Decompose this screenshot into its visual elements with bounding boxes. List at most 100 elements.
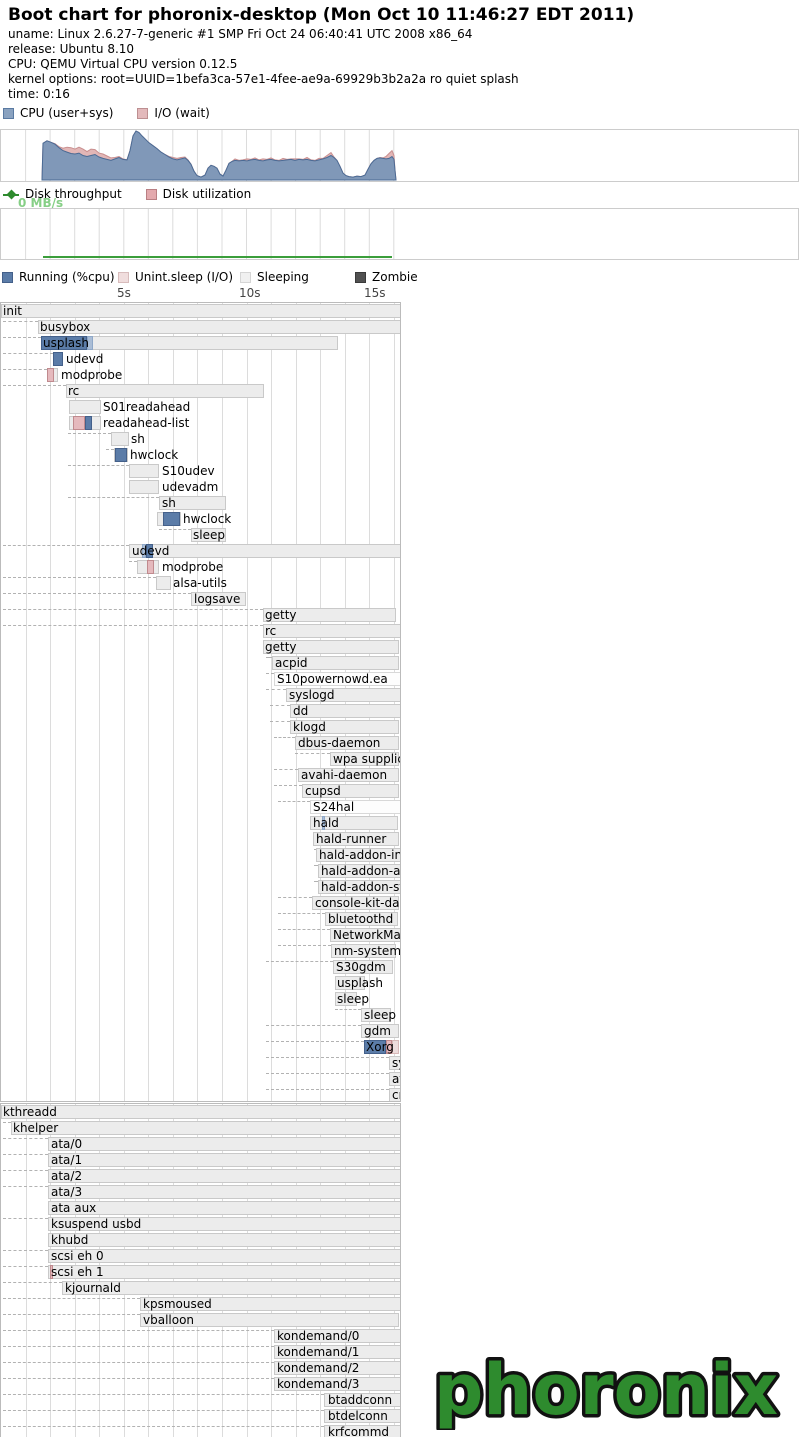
process-label: sleep bbox=[337, 992, 369, 1006]
process-connector-dash bbox=[278, 945, 331, 946]
section-gridline bbox=[25, 303, 27, 1101]
section-gridline bbox=[369, 303, 371, 1101]
process-label: rc bbox=[265, 624, 277, 638]
process-label: krfcommd bbox=[328, 1425, 390, 1437]
time-line: time: 0:16 bbox=[8, 87, 70, 101]
process-bar bbox=[302, 784, 399, 798]
process-connector-dash bbox=[266, 1089, 389, 1090]
process-bar-segment-io bbox=[47, 368, 54, 382]
disk-throughput-line-icon bbox=[3, 189, 19, 199]
process-connector-dash bbox=[266, 657, 272, 658]
phoronix-logo-text: phoronix bbox=[434, 1352, 778, 1430]
running-swatch-icon bbox=[2, 271, 13, 283]
disk-activity-chart bbox=[0, 208, 799, 260]
process-bar bbox=[48, 1201, 400, 1215]
process-connector-dash bbox=[3, 1378, 274, 1379]
process-bar bbox=[318, 880, 400, 894]
process-connector-dash bbox=[270, 705, 290, 706]
process-label: khelper bbox=[13, 1121, 59, 1135]
process-connector-dash bbox=[3, 1346, 274, 1347]
process-connector-dash bbox=[278, 929, 330, 930]
process-bar bbox=[62, 1281, 400, 1295]
process-bar-segment-io2 bbox=[392, 1040, 399, 1054]
process-bar bbox=[66, 384, 264, 398]
io-legend-item: I/O (wait) bbox=[137, 106, 210, 120]
section-gridline bbox=[197, 303, 199, 1101]
process-connector-dash bbox=[314, 849, 316, 850]
process-bar bbox=[48, 1249, 400, 1263]
process-connector-dash bbox=[274, 737, 295, 738]
process-state-legend-item: Running (%cpu) bbox=[2, 270, 115, 284]
process-bar bbox=[140, 1297, 400, 1311]
process-bar bbox=[330, 928, 400, 942]
process-label: console-kit-dae bbox=[315, 896, 401, 910]
process-connector-dash bbox=[3, 1154, 48, 1155]
process-bar-segment-run bbox=[163, 512, 180, 526]
process-label: khubd bbox=[51, 1233, 89, 1247]
process-bar bbox=[298, 768, 399, 782]
process-connector-dash bbox=[266, 673, 274, 674]
process-label: ksuspend usbd bbox=[51, 1217, 142, 1231]
process-bar-segment-io bbox=[50, 1265, 53, 1279]
process-bar bbox=[361, 1008, 391, 1022]
legend-label: Sleeping bbox=[257, 270, 309, 284]
legend-label: Disk utilization bbox=[162, 187, 252, 201]
process-label: ata/3 bbox=[51, 1185, 83, 1199]
cpu-legend-item: CPU (user+sys) bbox=[3, 106, 113, 120]
process-label: alsa-utils bbox=[173, 576, 227, 590]
process-bar bbox=[274, 672, 400, 686]
process-label: hald-runner bbox=[316, 832, 387, 846]
section-gridline bbox=[222, 303, 223, 1101]
process-connector-dash bbox=[266, 961, 333, 962]
process-connector-dash bbox=[3, 1426, 324, 1427]
process-connector-dash bbox=[274, 785, 302, 786]
process-connector-dash bbox=[3, 1330, 274, 1331]
process-connector-dash bbox=[3, 1250, 48, 1251]
process-bar bbox=[274, 1361, 400, 1375]
process-bar bbox=[330, 752, 399, 766]
process-label: ata/1 bbox=[51, 1153, 83, 1167]
process-bar bbox=[129, 480, 159, 494]
unint.sleep-swatch-icon bbox=[118, 271, 129, 283]
process-label: klogd bbox=[293, 720, 326, 734]
process-label: hwclock bbox=[183, 512, 232, 526]
process-label: cron bbox=[392, 1088, 400, 1102]
process-bar bbox=[263, 608, 396, 622]
process-connector-dash bbox=[3, 625, 263, 626]
process-label: gdm bbox=[364, 1024, 391, 1038]
process-bar bbox=[1, 304, 400, 318]
process-label: scsi eh 1 bbox=[51, 1265, 104, 1279]
process-label: cupsd bbox=[305, 784, 341, 798]
process-label: readahead-list bbox=[103, 416, 190, 430]
process-connector-dash bbox=[270, 721, 290, 722]
process-label: Xorg bbox=[366, 1040, 394, 1054]
legend-label: Running (%cpu) bbox=[19, 270, 115, 284]
process-bar bbox=[48, 1169, 400, 1183]
process-label: nm-system-setti bbox=[334, 944, 401, 958]
uname-line: uname: Linux 2.6.27-7-generic #1 SMP Fri… bbox=[8, 27, 473, 41]
time-tick-label: 15s bbox=[364, 286, 386, 300]
process-bar bbox=[295, 736, 399, 750]
process-label: scsi eh 0 bbox=[51, 1249, 104, 1263]
process-connector-dash bbox=[335, 1009, 361, 1010]
process-connector-dash bbox=[3, 545, 129, 546]
process-label: S01readahead bbox=[103, 400, 191, 414]
process-connector-dash bbox=[3, 321, 38, 322]
process-connector-dash bbox=[314, 865, 318, 866]
process-label: system-tools-ba bbox=[392, 1056, 400, 1070]
process-bar bbox=[316, 848, 400, 862]
process-label: modprobe bbox=[162, 560, 224, 574]
process-connector-dash bbox=[3, 1266, 48, 1267]
phoronix-logo: phoronix bbox=[431, 1352, 782, 1430]
process-label: ata/2 bbox=[51, 1169, 83, 1183]
process-bar bbox=[333, 960, 393, 974]
process-bar bbox=[159, 496, 226, 510]
process-connector-dash bbox=[129, 561, 137, 562]
process-connector-dash bbox=[3, 1122, 11, 1123]
process-label: bluetoothd bbox=[328, 912, 394, 926]
process-bar bbox=[156, 576, 171, 590]
process-connector-dash bbox=[278, 897, 312, 898]
process-label: kondemand/1 bbox=[277, 1345, 360, 1359]
